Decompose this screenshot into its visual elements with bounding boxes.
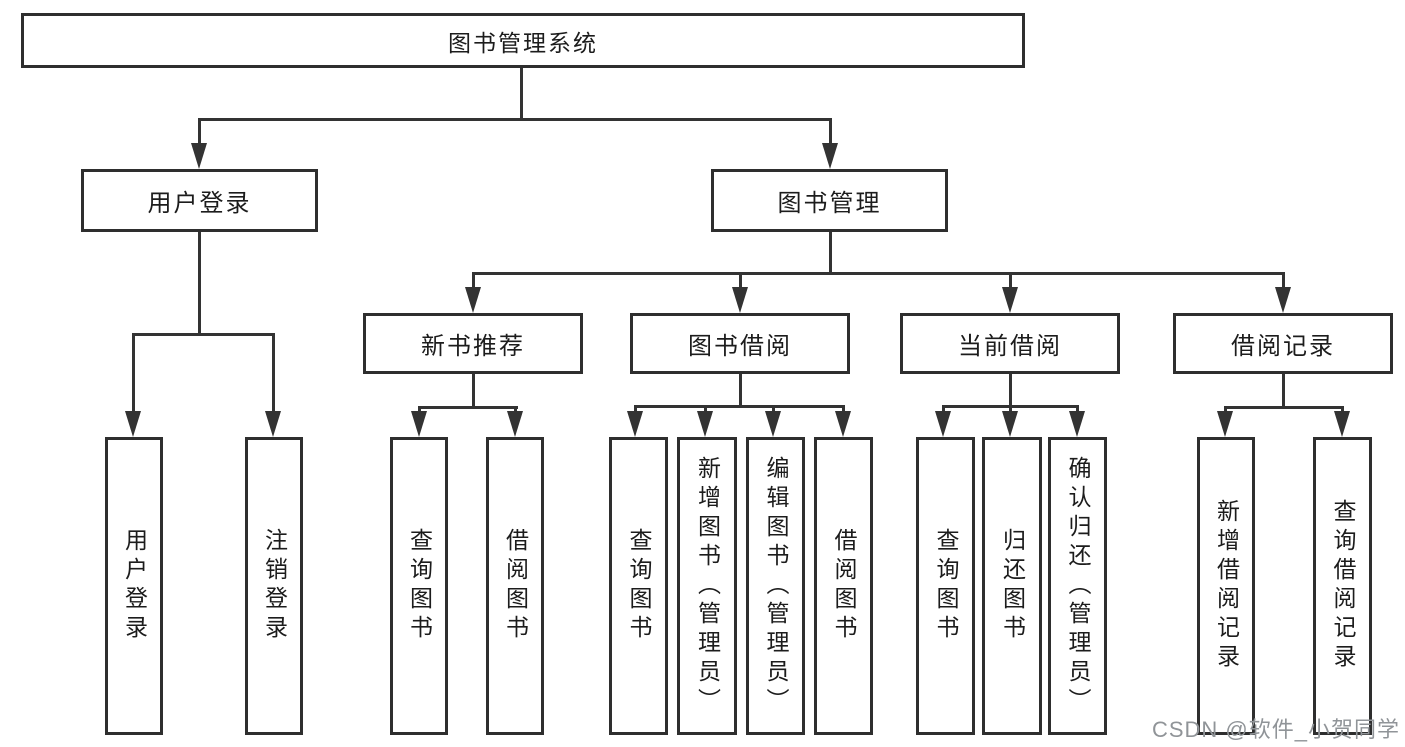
arrowhead-icon (507, 411, 523, 437)
arrowhead-icon (732, 287, 748, 313)
connector-line (418, 406, 421, 414)
connector-line (739, 272, 742, 289)
connector-line (198, 232, 201, 334)
leaf-query-books-borrow: 查询图书 (609, 437, 668, 735)
connector-line (704, 405, 707, 414)
node-current-borrow: 当前借阅 (900, 313, 1120, 374)
connector-line (739, 374, 742, 408)
connector-line (472, 272, 475, 289)
node-book-management: 图书管理 (711, 169, 948, 232)
connector-line (472, 272, 1285, 275)
arrowhead-icon (1069, 411, 1085, 437)
connector-line (1341, 406, 1344, 414)
leaf-logout: 注销登录 (245, 437, 303, 735)
arrowhead-icon (465, 287, 481, 313)
arrowhead-icon (822, 143, 838, 169)
node-new-book-recommend: 新书推荐 (363, 313, 583, 374)
connector-line (418, 406, 518, 409)
leaf-confirm-return-admin: 确认归还（管理员） (1048, 437, 1107, 735)
leaf-borrow-books-recommend: 借阅图书 (486, 437, 544, 735)
leaf-user-login: 用户登录 (105, 437, 163, 735)
csdn-watermark: CSDN @软件_小贺同学 (1151, 717, 1400, 742)
connector-line (514, 406, 517, 414)
arrowhead-icon (835, 411, 851, 437)
arrowhead-icon (1275, 287, 1291, 313)
connector-line (198, 118, 832, 121)
arrowhead-icon (765, 411, 781, 437)
leaf-add-borrow-record: 新增借阅记录 (1197, 437, 1255, 735)
arrowhead-icon (627, 411, 643, 437)
connector-line (634, 405, 845, 408)
arrowhead-icon (1217, 411, 1233, 437)
connector-line (1282, 374, 1285, 408)
leaf-edit-book-admin: 编辑图书（管理员） (746, 437, 805, 735)
arrowhead-icon (265, 411, 281, 437)
connector-line (634, 405, 637, 414)
leaf-return-books: 归还图书 (982, 437, 1042, 735)
connector-line (772, 405, 775, 414)
arrowhead-icon (1002, 287, 1018, 313)
node-book-borrow: 图书借阅 (630, 313, 850, 374)
connector-line (1224, 406, 1227, 414)
connector-line (842, 405, 845, 414)
node-borrow-records: 借阅记录 (1173, 313, 1393, 374)
leaf-borrow-books: 借阅图书 (814, 437, 873, 735)
connector-line (1076, 405, 1079, 414)
connector-line (1224, 406, 1344, 409)
arrowhead-icon (935, 411, 951, 437)
connector-line (829, 232, 832, 273)
connector-line (829, 118, 832, 146)
connector-line (198, 118, 201, 146)
arrowhead-icon (697, 411, 713, 437)
arrowhead-icon (191, 143, 207, 169)
leaf-query-books-recommend: 查询图书 (390, 437, 448, 735)
arrowhead-icon (125, 411, 141, 437)
connector-line (272, 333, 275, 413)
leaf-query-borrow-record: 查询借阅记录 (1313, 437, 1372, 735)
leaf-add-book-admin: 新增图书（管理员） (677, 437, 737, 735)
connector-line (1009, 272, 1012, 289)
node-user-login: 用户登录 (81, 169, 318, 232)
connector-line (1009, 405, 1012, 414)
connector-line (132, 333, 275, 336)
connector-line (472, 374, 475, 408)
connector-line (132, 333, 135, 413)
node-root: 图书管理系统 (21, 13, 1025, 68)
connector-line (520, 68, 523, 119)
connector-line (1009, 374, 1012, 408)
connector-line (942, 405, 945, 414)
arrowhead-icon (1002, 411, 1018, 437)
arrowhead-icon (411, 411, 427, 437)
arrowhead-icon (1334, 411, 1350, 437)
connector-line (1282, 272, 1285, 289)
leaf-query-books-current: 查询图书 (916, 437, 975, 735)
